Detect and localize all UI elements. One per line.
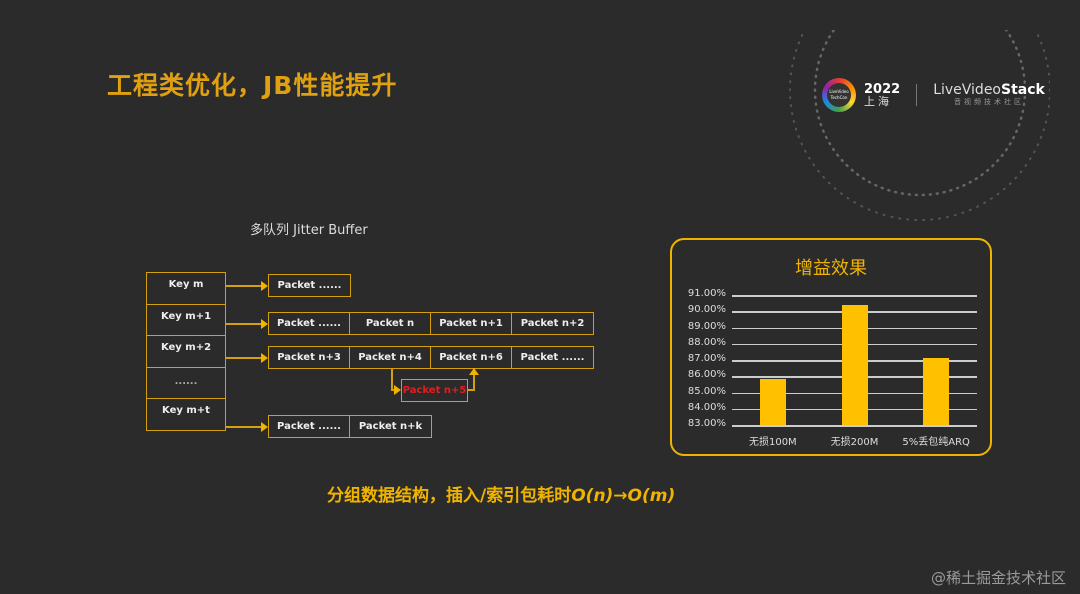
insert-path-line — [473, 374, 475, 391]
brand-subtitle: 音视频技术社区 — [954, 98, 1025, 106]
arrow-icon — [226, 353, 268, 363]
packet-cell: Packet ...... — [269, 313, 350, 334]
arrow-icon — [226, 422, 268, 432]
y-tick-label: 87.00% — [687, 353, 726, 364]
gridline — [732, 425, 977, 427]
packet-cell: Packet n+2 — [520, 318, 585, 329]
slide-title: 工程类优化，JB性能提升 — [107, 71, 398, 100]
conference-ring-icon: LiveVideo TechCon — [822, 78, 856, 112]
x-category-label: 无损200M — [830, 437, 879, 448]
packet-queue-row: Packet n+3 Packet n+4 Packet n+6 Packet … — [268, 346, 594, 369]
key-cell: Key m — [146, 272, 226, 305]
chart-bar — [759, 378, 786, 425]
packet-cell: Packet ...... — [269, 416, 350, 437]
event-year: 2022 — [864, 81, 901, 97]
key-cell: Key m+t — [146, 398, 226, 431]
packet-cell: Packet n+6 — [431, 347, 512, 368]
packet-cell: Packet n+k — [358, 421, 423, 432]
y-tick-label: 89.00% — [687, 320, 726, 332]
packet-cell: Packet ...... — [520, 352, 585, 363]
y-tick-label: 84.00% — [687, 401, 726, 413]
arrow-icon — [226, 281, 268, 291]
chart-bar — [923, 357, 950, 425]
y-tick-label: 83.00% — [687, 418, 726, 429]
packet-cell: Packet n+1 — [431, 313, 512, 334]
event-logo: LiveVideo TechCon 2022 上海 LiveVideoStack… — [822, 78, 1045, 112]
y-tick-label: 88.00% — [687, 336, 726, 348]
arrow-icon — [391, 385, 401, 395]
chart-bar — [841, 304, 868, 425]
packet-cell: Packet n+3 — [269, 347, 350, 368]
diagram-title: 多队列 Jitter Buffer — [250, 223, 368, 238]
y-tick-label: 90.00% — [687, 304, 726, 316]
y-tick-label: 86.00% — [687, 369, 726, 381]
key-column: Key m Key m+1 Key m+2 ...... Key m+t — [146, 272, 226, 431]
watermark: @稀土掘金技术社区 — [930, 569, 1066, 587]
x-category-label: 5%丢包纯ARQ — [902, 437, 970, 448]
decorative-dotted-circles — [789, 30, 1050, 221]
chart-title: 增益效果 — [795, 258, 867, 279]
brand-name: LiveVideoStack — [933, 82, 1045, 98]
insert-path-line — [391, 369, 393, 391]
packet-cell: Packet n+4 — [350, 347, 431, 368]
summary-caption: 分组数据结构，插入/索引包耗时O(n)→O(m) — [327, 486, 676, 506]
gridline — [732, 295, 977, 297]
x-category-label: 无损100M — [748, 437, 797, 448]
inserted-packet: Packet n+5 — [401, 379, 468, 402]
insert-path-line — [468, 389, 474, 391]
key-cell: Key m+2 — [146, 335, 226, 368]
gain-chart: 增益效果 83.00% 84.00% 85.00% 86.00% 87.00% 88.00… — [670, 238, 992, 456]
packet-cell: Packet ...... — [277, 280, 342, 291]
arrow-icon — [226, 319, 268, 329]
packet-queue-row: Packet ...... Packet n+k — [268, 415, 432, 438]
y-tick-label: 91.00% — [687, 288, 726, 299]
packet-cell: Packet n — [350, 313, 431, 334]
y-tick-label: 85.00% — [687, 385, 726, 397]
key-cell: ...... — [146, 366, 226, 400]
arrow-up-icon — [469, 368, 479, 375]
key-cell: Key m+1 — [146, 303, 226, 337]
logo-divider — [916, 84, 918, 106]
packet-queue-row: Packet ...... — [268, 274, 351, 297]
event-city: 上海 — [864, 94, 892, 108]
packet-queue-row: Packet ...... Packet n Packet n+1 Packet… — [268, 312, 594, 335]
